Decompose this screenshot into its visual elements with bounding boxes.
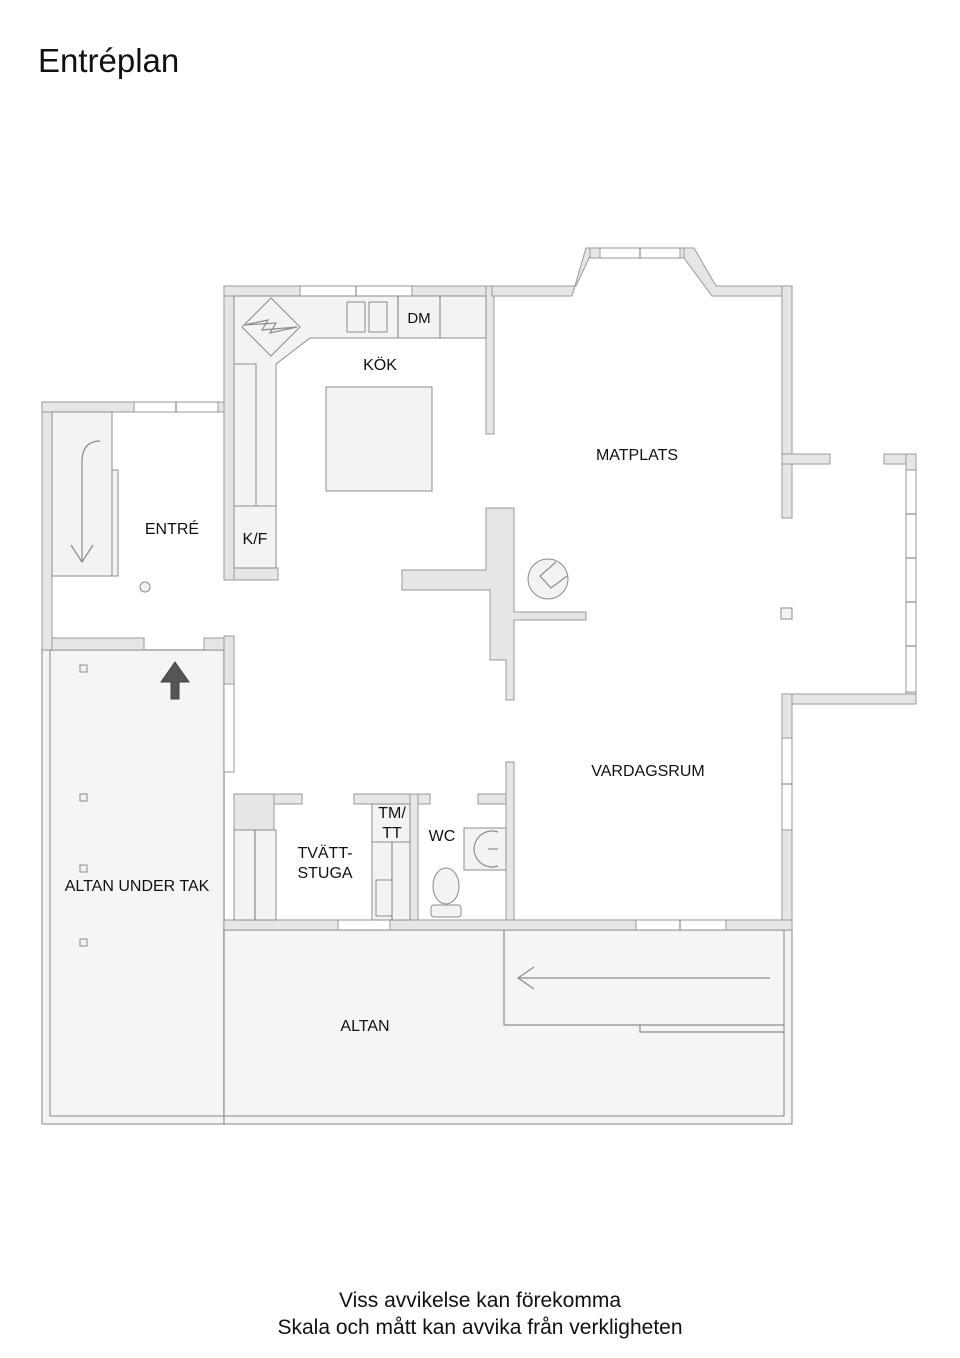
altan-stair-arrow-icon (516, 966, 770, 990)
room-label-tvatt-1: TVÄTT- (297, 844, 352, 862)
room-label-vardagsrum: VARDAGSRUM (591, 763, 705, 780)
deck-posts (79, 607, 793, 947)
disclaimer-line-1: Viss avvikelse kan förekomma (338, 1289, 622, 1312)
room-label-altan-under-tak: ALTAN UNDER TAK (65, 878, 210, 895)
entrance-arrow-icon (160, 661, 190, 700)
room-label-wc: WC (429, 828, 456, 845)
altan-area (223, 929, 793, 1125)
entre-stair (51, 411, 119, 577)
room-label-kok: KÖK (363, 356, 397, 374)
disclaimer-line-2: Skala och mått kan avvika från verklighe… (277, 1316, 683, 1339)
room-label-tmtt-2: TT (382, 825, 402, 842)
walls (41, 247, 917, 931)
stair-arrow-icon (70, 440, 101, 564)
altan-under-tak-area (41, 649, 225, 1125)
page-title: Entréplan (38, 42, 180, 79)
laundry-fixtures (233, 803, 411, 921)
pillar-marker (139, 581, 151, 593)
room-label-entre: ENTRÉ (145, 519, 199, 538)
room-label-tmtt-1: TM/ (378, 805, 406, 822)
room-label-altan: ALTAN (340, 1018, 389, 1035)
room-label-tvatt-2: STUGA (297, 865, 352, 882)
toilet-icon (430, 867, 462, 918)
sink-icon (463, 827, 507, 871)
room-label-kf: K/F (243, 531, 268, 548)
room-label-dm: DM (407, 310, 430, 327)
room-label-matplats: MATPLATS (596, 447, 678, 464)
fireplace-icon (527, 558, 569, 600)
stove-icon (241, 297, 301, 357)
